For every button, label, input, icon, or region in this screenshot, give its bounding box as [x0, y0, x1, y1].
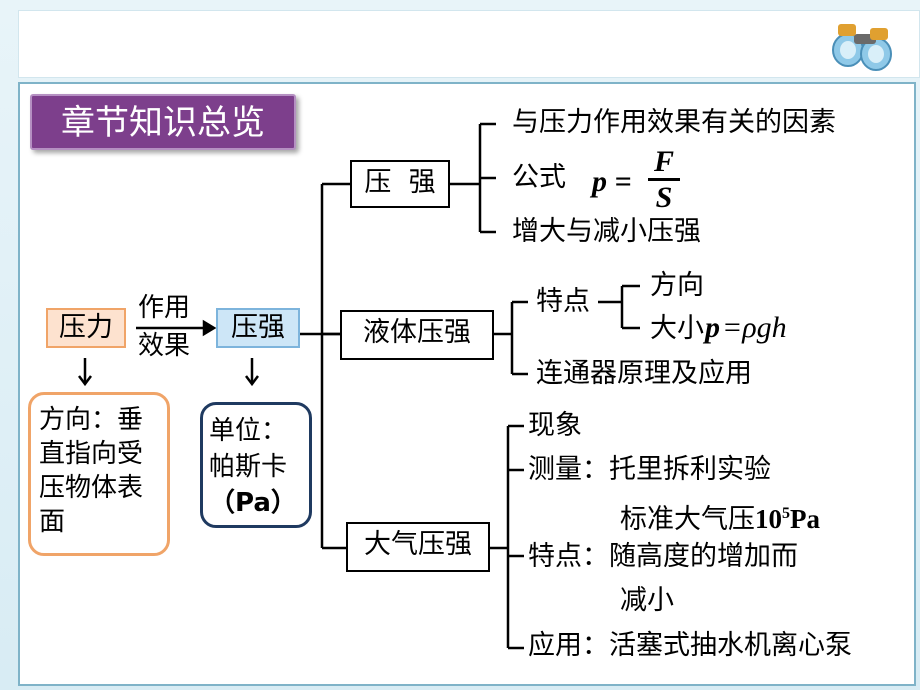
atm-standard-exp: 5 — [782, 505, 790, 522]
unit-line: 单位： — [209, 416, 288, 446]
force-direction-line: 压物体表 — [39, 473, 144, 503]
liquid-pressure-box: 液体压强 — [340, 310, 494, 360]
atm-standard: 标准大气压105Pa — [620, 498, 820, 536]
unit-line: 帕斯卡 — [209, 452, 288, 482]
binoculars-icon — [832, 24, 892, 71]
effect-label-2: 效果 — [138, 331, 191, 361]
liquid-formula-rest: =ρgh — [722, 311, 787, 344]
formula-lhs: p = — [592, 165, 632, 198]
atm-feature-2: 减小 — [620, 585, 674, 616]
formula-fraction: F S — [646, 146, 682, 215]
atm-standard-prefix: 标准大气压 — [620, 504, 755, 535]
force-direction-box: 方向：垂 直指向受 压物体表 面 — [28, 392, 170, 556]
liquid-direction: 方向 — [650, 270, 704, 301]
connector-text: 连通器原理及应用 — [536, 358, 752, 389]
atm-measure: 测量：托里拆利实验 — [528, 454, 771, 485]
atm-application: 应用：活塞式抽水机离心泵 — [528, 630, 852, 661]
atmospheric-pressure-box: 大气压强 — [346, 522, 490, 572]
effect-label-1: 作用 — [138, 293, 191, 323]
header-band — [18, 10, 920, 78]
formula-numerator: F — [653, 145, 674, 178]
section-title: 章节知识总览 — [30, 94, 296, 150]
atm-feature-1: 特点：随高度的增加而 — [528, 541, 798, 572]
change-text: 增大与减小压强 — [512, 216, 701, 247]
atm-standard-value: 10 — [755, 504, 782, 534]
liquid-feature: 特点 — [536, 286, 590, 317]
formula-denominator: S — [655, 181, 673, 214]
force-box: 压力 — [46, 308, 126, 348]
solid-pressure-box: 压 强 — [350, 160, 450, 208]
fraction-bar — [648, 178, 680, 181]
force-direction-line: 直指向受 — [39, 439, 144, 469]
content-panel — [18, 82, 916, 686]
atm-phenomenon: 现象 — [528, 410, 582, 441]
atm-standard-unit: Pa — [790, 504, 820, 534]
force-direction-line: 方向：垂 — [39, 405, 144, 435]
factor-text: 与压力作用效果有关的因素 — [512, 107, 836, 138]
liquid-size-label: 大小 — [650, 313, 704, 344]
liquid-formula-p: p — [705, 311, 720, 344]
formula-label: 公式 — [512, 162, 566, 193]
unit-line: （Pa） — [209, 488, 297, 518]
force-direction-line: 面 — [39, 507, 66, 537]
unit-box: 单位： 帕斯卡 （Pa） — [200, 402, 312, 528]
pressure-box: 压强 — [216, 308, 300, 348]
